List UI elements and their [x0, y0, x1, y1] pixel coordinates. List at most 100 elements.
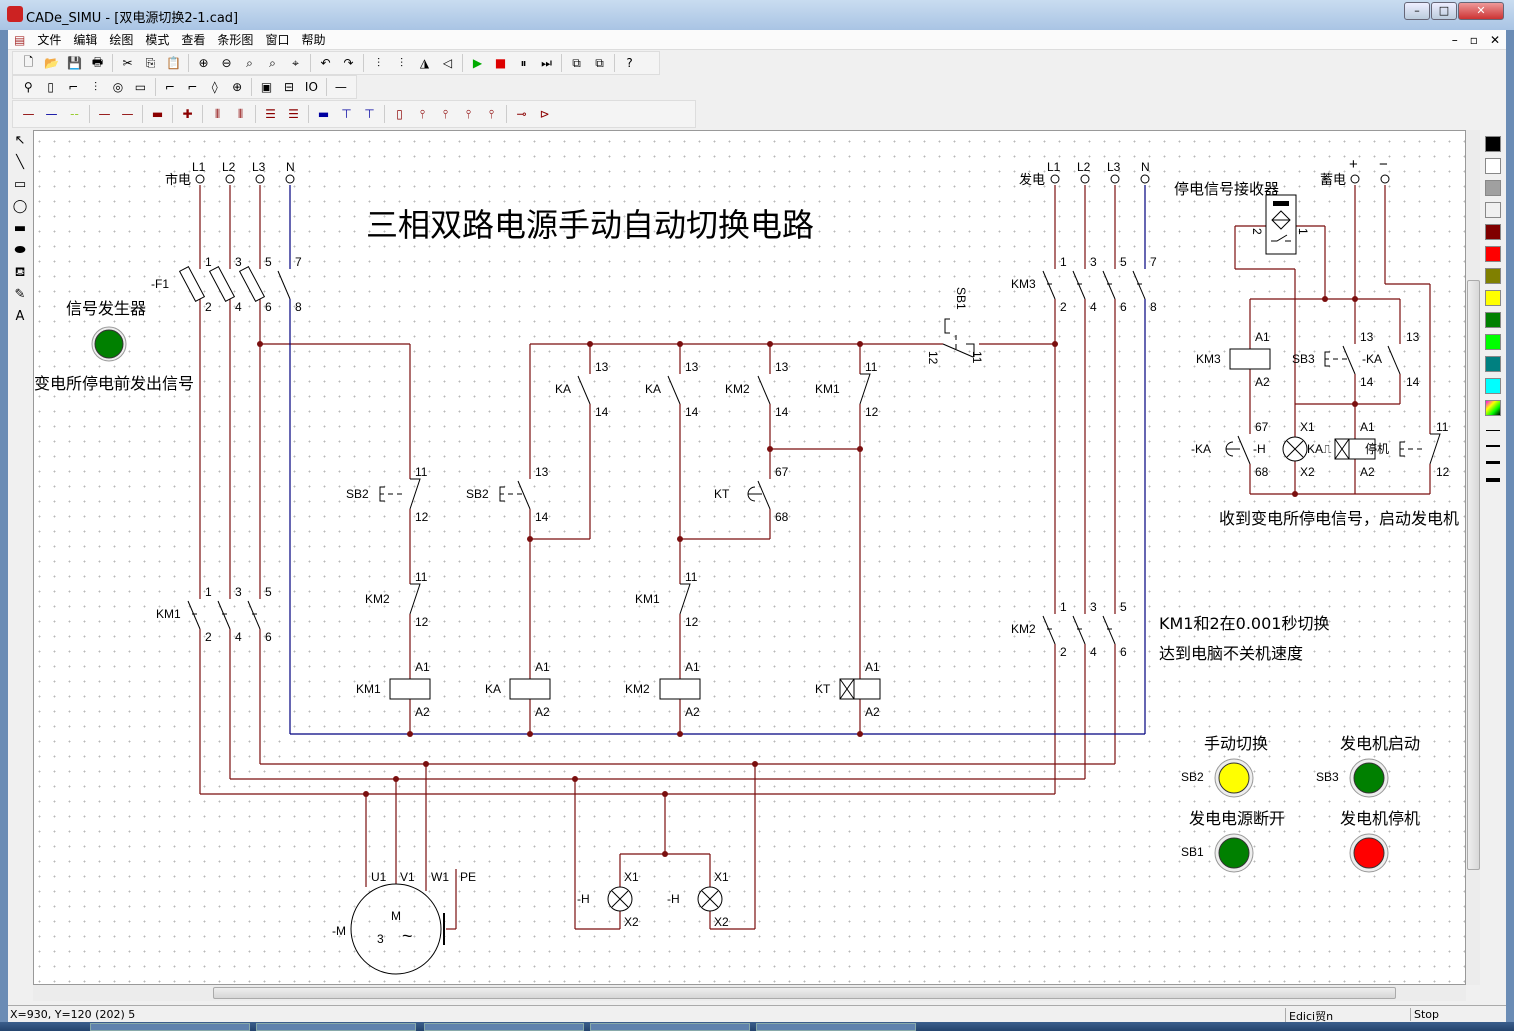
doc-icon[interactable]: ▤	[14, 32, 26, 47]
generator-start-button[interactable]	[1353, 762, 1385, 794]
toolbar-tool-icon[interactable]: ▯	[396, 107, 403, 121]
drawing-tool-icon[interactable]: ✎	[14, 287, 26, 302]
toolbar-tool-icon[interactable]: ▶	[472, 56, 483, 70]
toolbar-tool-icon[interactable]: 📂	[44, 56, 59, 70]
terminal[interactable]	[1110, 174, 1120, 184]
line-width-option[interactable]	[1486, 445, 1500, 447]
menu-view[interactable]: 查看	[181, 33, 206, 47]
menu-file[interactable]: 文件	[37, 33, 62, 47]
toolbar-tool-icon[interactable]: ☰	[265, 107, 276, 121]
terminal[interactable]	[225, 174, 235, 184]
toolbar-tool-icon[interactable]: ⊳	[539, 107, 550, 121]
toolbar-tool-icon[interactable]: ⫶	[376, 55, 380, 70]
toolbar-tool-icon[interactable]: ⚲	[23, 80, 33, 94]
toolbar-tool-icon[interactable]: ⫶	[94, 79, 98, 94]
manual-switch-button[interactable]	[1218, 762, 1250, 794]
menu-help[interactable]: 帮助	[301, 33, 326, 47]
line-width-option[interactable]	[1486, 461, 1500, 464]
drawing-tool-icon[interactable]: ╲	[16, 155, 24, 170]
taskbar-item[interactable]	[256, 1023, 416, 1031]
drawing-tool-icon[interactable]: ▬	[13, 221, 27, 236]
color-swatch[interactable]	[1485, 290, 1501, 306]
mdi-minimize-button[interactable]: –	[1451, 32, 1458, 47]
taskbar-item[interactable]	[424, 1023, 584, 1031]
generator-stop-button[interactable]	[1353, 837, 1385, 869]
generator-disconnect-button[interactable]	[1218, 837, 1250, 869]
toolbar-tool-icon[interactable]: ▯	[47, 80, 54, 94]
drawing-tool-icon[interactable]: ⬬	[14, 243, 26, 258]
terminal[interactable]	[285, 174, 295, 184]
line-width-option[interactable]	[1486, 430, 1500, 431]
taskbar-item[interactable]	[756, 1023, 916, 1031]
toolbar-tool-icon[interactable]: ⫯	[465, 106, 472, 121]
color-swatch[interactable]	[1485, 268, 1501, 284]
toolbar-tool-icon[interactable]: 📋	[166, 56, 181, 70]
toolbar-tool-icon[interactable]: —	[121, 107, 134, 121]
toolbar-tool-icon[interactable]: ⌖	[292, 55, 299, 70]
color-swatch[interactable]	[1485, 378, 1501, 394]
menu-window[interactable]: 窗口	[265, 33, 290, 47]
toolbar-tool-icon[interactable]: ◁	[442, 56, 453, 70]
toolbar-tool-icon[interactable]: ◮	[419, 56, 430, 70]
mdi-restore-button[interactable]: ▫	[1469, 32, 1478, 47]
color-swatch[interactable]	[1485, 136, 1501, 152]
terminal[interactable]	[255, 174, 265, 184]
toolbar-tool-icon[interactable]: —	[22, 107, 35, 121]
drawing-tool-icon[interactable]: ⛾	[14, 265, 26, 280]
color-swatch[interactable]	[1485, 224, 1501, 240]
toolbar-tool-icon[interactable]: ◎	[112, 80, 124, 94]
menu-edit[interactable]: 编辑	[73, 33, 98, 47]
maximize-button[interactable]: □	[1431, 2, 1457, 20]
toolbar-tool-icon[interactable]: ▭	[134, 80, 147, 94]
taskbar-item[interactable]	[90, 1023, 250, 1031]
toolbar-tool-icon[interactable]: IO	[304, 80, 318, 94]
toolbar-tool-icon[interactable]: ⫴	[237, 106, 244, 121]
toolbar-tool-icon[interactable]: ▬	[317, 107, 330, 121]
toolbar-tool-icon[interactable]: ⊕	[198, 56, 209, 70]
toolbar-tool-icon[interactable]: ✂	[122, 56, 133, 70]
close-button[interactable]: ✕	[1458, 2, 1504, 20]
toolbar-tool-icon[interactable]: ⊕	[232, 80, 243, 94]
toolbar-tool-icon[interactable]: ▬	[151, 107, 164, 121]
line-width-option[interactable]	[1486, 478, 1500, 482]
terminal[interactable]	[195, 174, 205, 184]
toolbar-tool-icon[interactable]: ⌐	[164, 80, 175, 94]
menu-mode[interactable]: 模式	[145, 33, 170, 47]
toolbar-tool-icon[interactable]: ☰	[288, 107, 299, 121]
drawing-tool-icon[interactable]: ↖	[14, 133, 26, 148]
taskbar-item[interactable]	[590, 1023, 750, 1031]
toolbar-tool-icon[interactable]: ⏸	[520, 55, 527, 70]
toolbar-tool-icon[interactable]: ⫯	[488, 106, 495, 121]
terminal[interactable]	[1140, 174, 1150, 184]
toolbar-tool-icon[interactable]: ◊	[211, 80, 218, 94]
toolbar-tool-icon[interactable]: ⎘	[145, 55, 156, 70]
toolbar-tool-icon[interactable]: ⊟	[283, 80, 294, 94]
toolbar-tool-icon[interactable]: ⫯	[419, 106, 426, 121]
toolbar-tool-icon[interactable]: —	[98, 107, 111, 121]
drawing-canvas[interactable]: 三相双路电源手动自动切换电路 市电 L1 L2 L3 N 发电 L1 L2 L3…	[33, 130, 1466, 985]
toolbar-tool-icon[interactable]: --	[70, 107, 79, 121]
toolbar-tool-icon[interactable]: 💾	[67, 56, 82, 70]
vertical-scroll-thumb[interactable]	[1467, 280, 1480, 870]
toolbar-tool-icon[interactable]: ■	[494, 56, 507, 70]
toolbar-tool-icon[interactable]: 🗋	[23, 54, 34, 69]
toolbar-tool-icon[interactable]: ⫯	[442, 106, 449, 121]
minimize-button[interactable]: –	[1404, 2, 1430, 20]
drawing-tool-icon[interactable]: ◯	[12, 199, 28, 214]
toolbar-tool-icon[interactable]: ⊖	[221, 56, 232, 70]
toolbar-tool-icon[interactable]: ⌕	[269, 55, 276, 70]
drawing-tool-icon[interactable]: A	[15, 309, 25, 324]
toolbar-tool-icon[interactable]: ?	[626, 56, 633, 70]
terminal[interactable]	[1350, 174, 1360, 184]
menu-draw[interactable]: 绘图	[109, 33, 134, 47]
terminal[interactable]	[1380, 174, 1390, 184]
signal-lamp[interactable]	[94, 329, 124, 359]
toolbar-tool-icon[interactable]: ⊸	[516, 107, 527, 121]
toolbar-tool-icon[interactable]: ⫶	[399, 55, 403, 70]
toolbar-tool-icon[interactable]: ⌕	[246, 55, 253, 70]
toolbar-tool-icon[interactable]: —	[45, 107, 58, 121]
horizontal-scrollbar[interactable]	[33, 985, 1466, 1001]
menu-bar-chart[interactable]: 条形图	[217, 33, 254, 47]
color-swatch[interactable]	[1485, 158, 1501, 174]
toolbar-tool-icon[interactable]: 🖶	[91, 54, 104, 69]
